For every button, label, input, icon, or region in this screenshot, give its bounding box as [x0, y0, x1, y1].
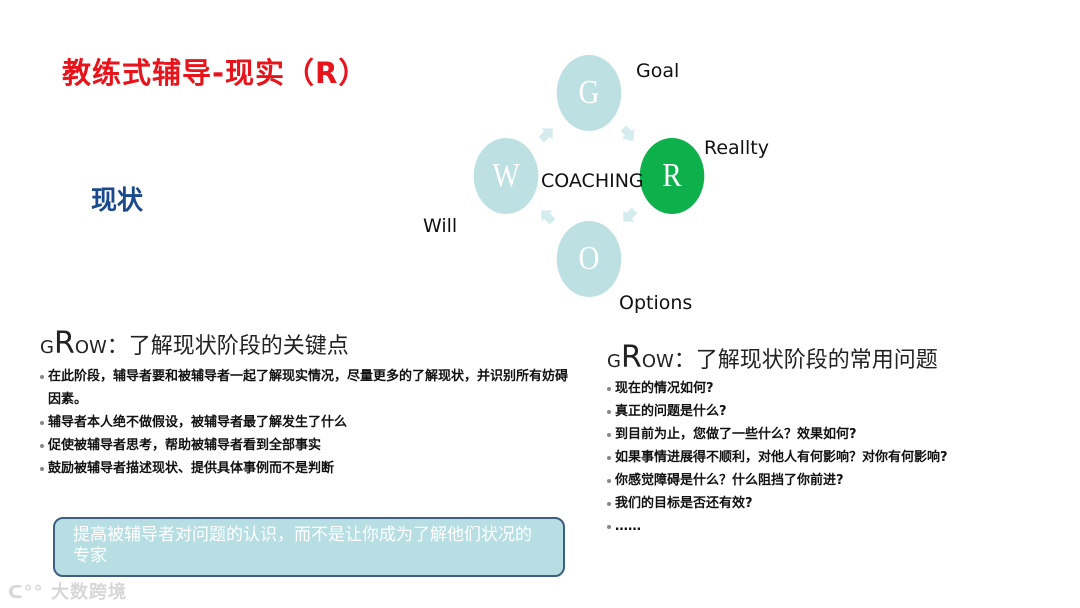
- list-item: 我们的目标是否还有效?: [607, 492, 1027, 515]
- list-item: 你感觉障碍是什么？什么阻挡了你前进?: [607, 469, 1027, 492]
- options-circle: O: [556, 221, 622, 297]
- list-item: 真正的问题是什么?: [607, 400, 1027, 423]
- reality-label: Reallty: [704, 137, 769, 159]
- arrow-goal-to-reality-icon: [619, 124, 639, 144]
- watermark: ᑕ°° 大数跨境: [8, 578, 127, 604]
- list-item: ……: [607, 515, 1027, 538]
- common-questions-section: GROW：了解现状阶段的常用问题 现在的情况如何? 真正的问题是什么? 到目前为…: [607, 340, 1027, 538]
- arrow-will-to-goal-icon: [537, 124, 557, 144]
- key-points-list: 在此阶段，辅导者要和被辅导者一起了解现实情况，尽量更多的了解现状，并识别所有妨碍…: [40, 365, 580, 480]
- list-item: 在此阶段，辅导者要和被辅导者一起了解现实情况，尽量更多的了解现状，并识别所有妨碍…: [40, 365, 580, 411]
- key-points-section: GROW：了解现状阶段的关键点 在此阶段，辅导者要和被辅导者一起了解现实情况，尽…: [40, 326, 600, 480]
- key-points-title: GROW：了解现状阶段的关键点: [40, 326, 600, 361]
- goal-circle: G: [556, 55, 622, 131]
- list-item: 促使被辅导者思考，帮助被辅导者看到全部事实: [40, 434, 580, 457]
- list-item: 现在的情况如何?: [607, 377, 1027, 400]
- common-questions-list: 现在的情况如何? 真正的问题是什么? 到目前为止，您做了一些什么？效果如何? 如…: [607, 377, 1027, 538]
- title-letter-g: G: [40, 337, 54, 358]
- slide-subtitle: 现状: [91, 186, 144, 216]
- will-circle: W: [473, 138, 539, 214]
- watermark-text: 大数跨境: [50, 582, 127, 603]
- coaching-label: COACHING: [541, 170, 644, 192]
- title-text: ：了解现状阶段的常用问题: [673, 348, 938, 373]
- list-item: 如果事情进展得不顺利，对他人有何影响？对你有何影响?: [607, 446, 1027, 469]
- callout-box: 提高被辅导者对问题的认识，而不是让你成为了解他们状况的专家: [53, 517, 565, 577]
- title-letters-ow: OW: [74, 337, 107, 358]
- watermark-logo-icon: ᑕ°°: [8, 582, 44, 603]
- will-label: Will: [423, 215, 458, 237]
- list-item: 鼓励被辅导者描述现状、提供具体事例而不是判断: [40, 457, 580, 480]
- slide-title: 教练式辅导-现实（R）: [62, 56, 369, 90]
- title-letters-ow: OW: [641, 351, 674, 372]
- options-label: Options: [619, 292, 693, 314]
- title-text: ：了解现状阶段的关键点: [106, 334, 349, 359]
- title-letter-r: R: [53, 326, 75, 361]
- arrow-reality-to-options-icon: [619, 206, 639, 226]
- common-questions-title: GROW：了解现状阶段的常用问题: [607, 340, 1027, 375]
- reality-circle: R: [639, 138, 705, 214]
- list-item: 辅导者本人绝不做假设，被辅导者最了解发生了什么: [40, 411, 580, 434]
- title-letter-g: G: [607, 351, 621, 372]
- goal-label: Goal: [636, 60, 680, 82]
- list-item: 到目前为止，您做了一些什么？效果如何?: [607, 423, 1027, 446]
- title-letter-r: R: [620, 340, 642, 375]
- arrow-options-to-will-icon: [537, 206, 557, 226]
